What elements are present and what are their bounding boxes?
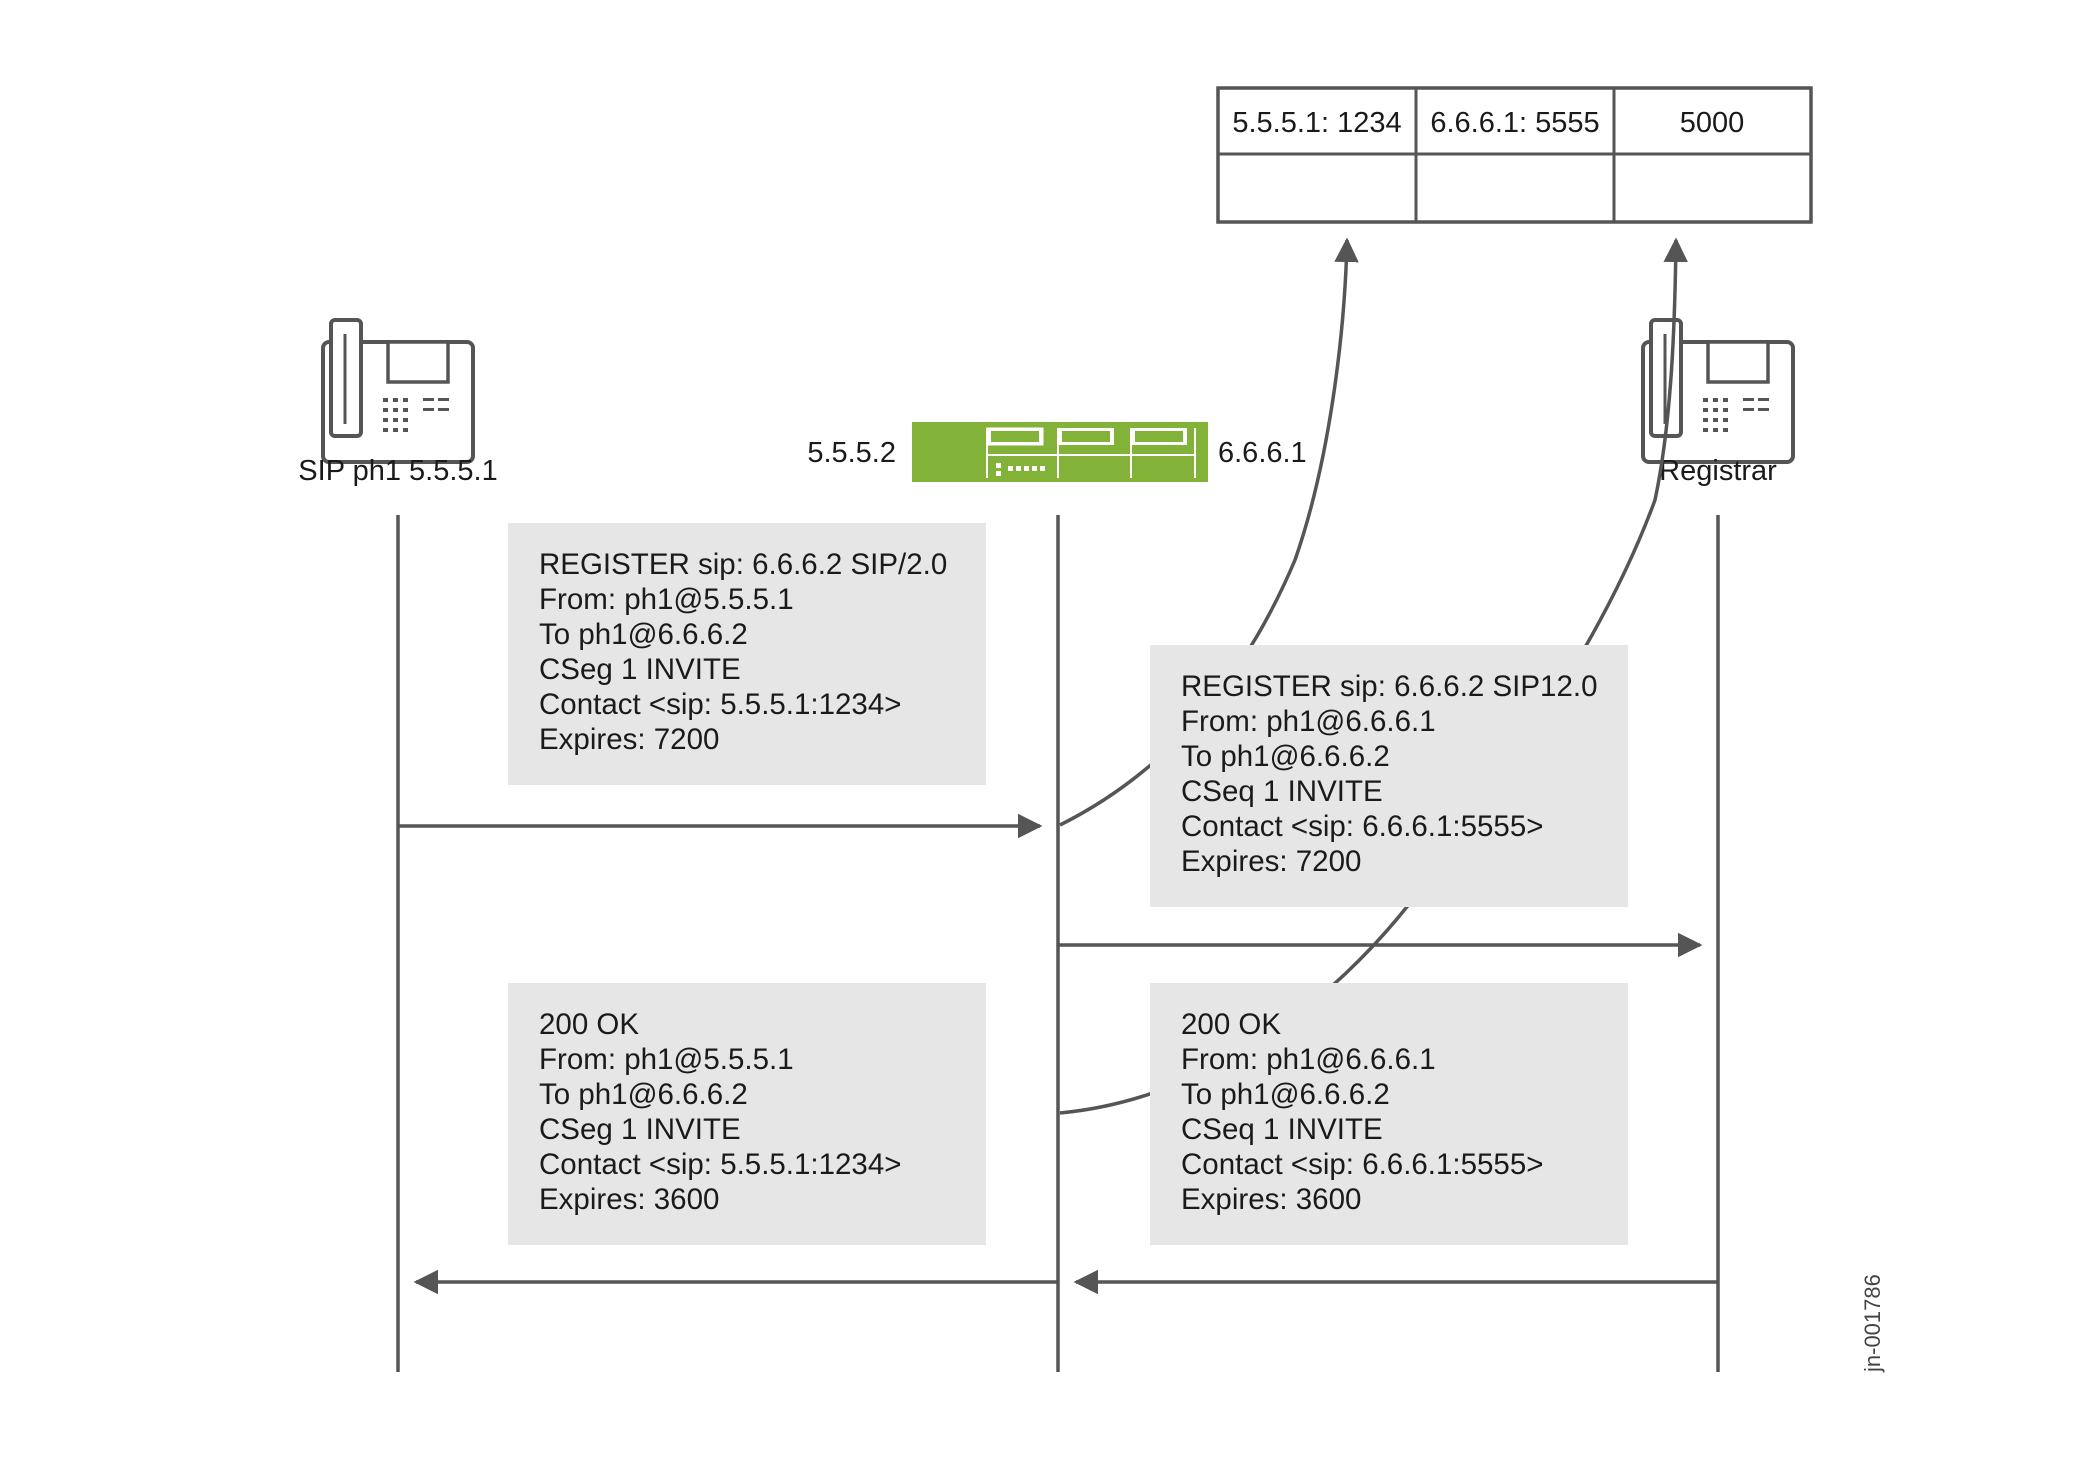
figure-id: jn-001786 (1860, 1274, 1885, 1373)
message-line: 200 OK (1181, 1008, 1281, 1041)
message-box-ok-in: 200 OK From: ph1@6.6.6.1 To ph1@6.6.6.2 … (1150, 983, 1628, 1245)
message-line: REGISTER sip: 6.6.6.2 SIP/2.0 (539, 548, 947, 581)
nat-table-cell: 5000 (1680, 107, 1745, 139)
message-line: CSeg 1 INVITE (539, 1113, 741, 1146)
message-line: To ph1@6.6.6.2 (1181, 1078, 1390, 1111)
message-line: Contact <sip: 5.5.5.1:1234> (539, 1148, 901, 1181)
message-box-register-in: REGISTER sip: 6.6.6.2 SIP/2.0 From: ph1@… (508, 523, 986, 785)
message-line: Expires: 7200 (1181, 845, 1361, 878)
message-line: Expires: 3600 (539, 1183, 719, 1216)
nat-table: 5.5.5.1: 1234 6.6.6.1: 5555 5000 (1216, 86, 1813, 224)
message-line: REGISTER sip: 6.6.6.2 SIP12.0 (1181, 670, 1597, 703)
message-line: Expires: 3600 (1181, 1183, 1361, 1216)
message-line: Expires: 7200 (539, 723, 719, 756)
firewall-left-ip: 5.5.5.2 (807, 437, 896, 469)
message-line: From: ph1@6.6.6.1 (1181, 1043, 1436, 1076)
nat-table-cell: 5.5.5.1: 1234 (1232, 107, 1401, 139)
nat-binding-curve (1059, 237, 1359, 827)
message-box-ok-out: 200 OK From: ph1@5.5.5.1 To ph1@6.6.6.2 … (508, 983, 986, 1245)
message-line: Contact <sip: 5.5.5.1:1234> (539, 688, 901, 721)
message-line: CSeq 1 INVITE (1181, 775, 1383, 808)
phone-left-label: SIP ph1 5.5.5.1 (298, 455, 497, 487)
message-line: Contact <sip: 6.6.6.1:5555> (1181, 1148, 1543, 1181)
message-line: To ph1@6.6.6.2 (539, 1078, 748, 1111)
firewall-device-icon (912, 422, 1208, 482)
message-line: From: ph1@6.6.6.1 (1181, 705, 1436, 738)
message-line: From: ph1@5.5.5.1 (539, 1043, 794, 1076)
message-line: To ph1@6.6.6.2 (539, 618, 748, 651)
firewall-right-ip: 6.6.6.1 (1218, 437, 1307, 469)
message-line: 200 OK (539, 1008, 639, 1041)
message-box-register-out: REGISTER sip: 6.6.6.2 SIP12.0 From: ph1@… (1150, 645, 1628, 907)
message-line: CSeg 1 INVITE (539, 653, 741, 686)
message-line: From: ph1@5.5.5.1 (539, 583, 794, 616)
nat-table-cell: 6.6.6.1: 5555 (1430, 107, 1599, 139)
phone-right-label: Registrar (1659, 455, 1777, 487)
message-line: Contact <sip: 6.6.6.1:5555> (1181, 810, 1543, 843)
message-line: CSeq 1 INVITE (1181, 1113, 1383, 1146)
phone-icon (321, 318, 475, 464)
message-line: To ph1@6.6.6.2 (1181, 740, 1390, 773)
